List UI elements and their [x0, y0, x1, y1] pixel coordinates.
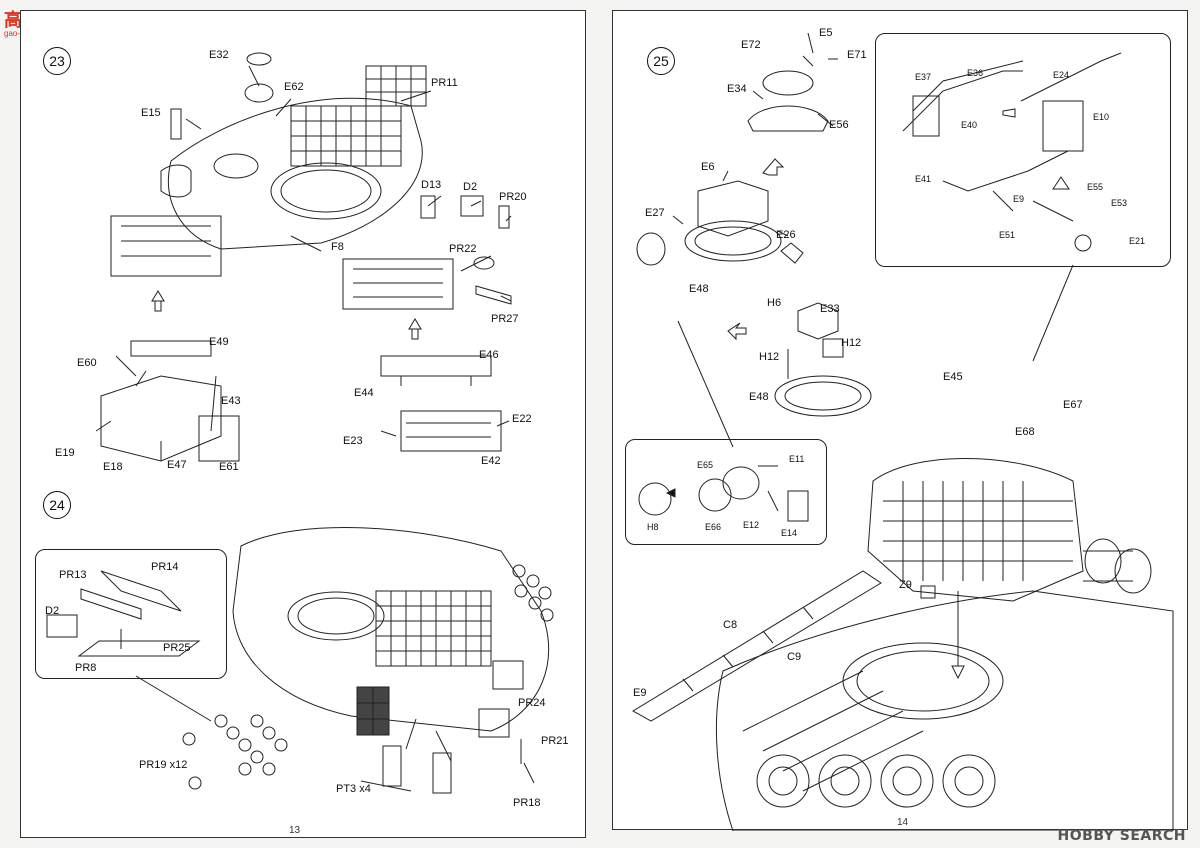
part-label: E43	[221, 395, 241, 407]
part-label: E49	[209, 336, 229, 348]
stowage-box-right	[343, 259, 453, 309]
part-label: E18	[103, 461, 123, 473]
part-label: E44	[354, 387, 374, 399]
part-label: PR14	[151, 561, 179, 573]
part-label: E21	[1129, 236, 1146, 246]
part-label: E72	[741, 39, 761, 51]
part-label: E9	[633, 687, 647, 699]
tank-hull-outline	[716, 591, 1173, 831]
part-label: E26	[776, 229, 796, 241]
part-label: E32	[209, 49, 229, 61]
part-label: E67	[1063, 399, 1083, 411]
part-label: E60	[77, 357, 97, 369]
part-label: C9	[787, 651, 802, 663]
part-label: PR25	[163, 642, 191, 654]
gun-barrel	[633, 571, 881, 721]
part-label: E61	[219, 461, 239, 473]
part-label: F8	[331, 241, 344, 253]
step-24-inset-box	[35, 549, 227, 679]
cupola-ring	[685, 221, 781, 261]
part-label: E46	[479, 349, 499, 361]
part-label: E10	[1093, 112, 1110, 122]
part-label: D13	[421, 179, 442, 191]
part-label: PR21	[541, 735, 569, 747]
e61-plate	[199, 416, 239, 461]
part-label: E11	[789, 454, 805, 464]
part-label: PR27	[491, 313, 519, 325]
part-label: PR24	[518, 697, 546, 709]
part-label: E19	[55, 447, 75, 459]
part-label: PR18	[513, 797, 541, 809]
stowage-box-left	[111, 216, 221, 276]
part-label: E6	[701, 161, 715, 173]
commander-hatch-ring	[271, 163, 381, 219]
watermark: HOBBY SEARCH	[1057, 828, 1186, 844]
step-23-number: 23	[43, 47, 71, 75]
part-label: E42	[481, 455, 501, 467]
turret-ring	[843, 643, 1003, 719]
part-label: E5	[819, 27, 833, 39]
part-label: E22	[512, 413, 532, 425]
part-label: E51	[999, 230, 1016, 240]
part-label: PT3 x4	[336, 783, 371, 795]
instruction-page-13: 23	[20, 10, 586, 838]
lower-cupola-ring	[775, 376, 871, 416]
step-25-number: 25	[647, 47, 675, 75]
part-label: E66	[705, 522, 722, 532]
step-24-number: 24	[43, 491, 71, 519]
turret-era	[868, 459, 1083, 602]
part-label: E15	[141, 107, 161, 119]
part-label: E36	[967, 68, 984, 78]
step-24-drawing	[21, 11, 587, 839]
step-25-gun-inset-box	[875, 33, 1171, 267]
part-label: E24	[1053, 70, 1070, 80]
part-label: E40	[961, 120, 978, 130]
part-label: PR8	[75, 662, 97, 674]
part-label: E47	[167, 459, 187, 471]
part-label: E14	[781, 528, 798, 538]
part-label: H6	[767, 297, 782, 309]
part-label: E12	[743, 520, 760, 530]
part-label: PR11	[431, 77, 458, 89]
part-label: PR13	[59, 569, 87, 581]
part-label: PR19 x12	[139, 759, 188, 771]
instruction-page-14: 25	[612, 10, 1188, 830]
part-label: Z9	[899, 579, 912, 591]
part-label: E9	[1013, 194, 1025, 204]
turret-era-outline	[233, 527, 549, 731]
part-label: E37	[915, 72, 932, 82]
part-label: E27	[645, 207, 665, 219]
part-label: E34	[727, 83, 747, 95]
part-label: D2	[463, 181, 478, 193]
part-label: E62	[284, 81, 304, 93]
part-label: E48	[749, 391, 769, 403]
part-label: E33	[820, 303, 840, 315]
part-label: E23	[343, 435, 363, 447]
part-label: E48	[689, 283, 709, 295]
part-label: E71	[847, 49, 867, 61]
part-label: PR20	[499, 191, 527, 203]
step-25-drawing	[613, 11, 1189, 831]
commander-hatch-ring	[288, 592, 384, 640]
part-label: C8	[723, 619, 738, 631]
part-label: D2	[45, 605, 60, 617]
page-number: 14	[897, 817, 909, 828]
part-label: PR22	[449, 243, 477, 255]
part-label: H8	[647, 522, 659, 532]
part-label: E41	[915, 174, 932, 184]
part-label: E56	[829, 119, 849, 131]
part-label: H12	[759, 351, 780, 363]
page-number: 13	[289, 825, 301, 836]
part-label: E55	[1087, 182, 1104, 192]
gunner-hatch	[214, 154, 258, 178]
part-label: E65	[697, 460, 714, 470]
step-23-drawing	[21, 11, 587, 839]
part-label: E45	[943, 371, 963, 383]
part-label: H12	[841, 337, 862, 349]
part-label: E53	[1111, 198, 1128, 208]
part-label: E68	[1015, 426, 1035, 438]
